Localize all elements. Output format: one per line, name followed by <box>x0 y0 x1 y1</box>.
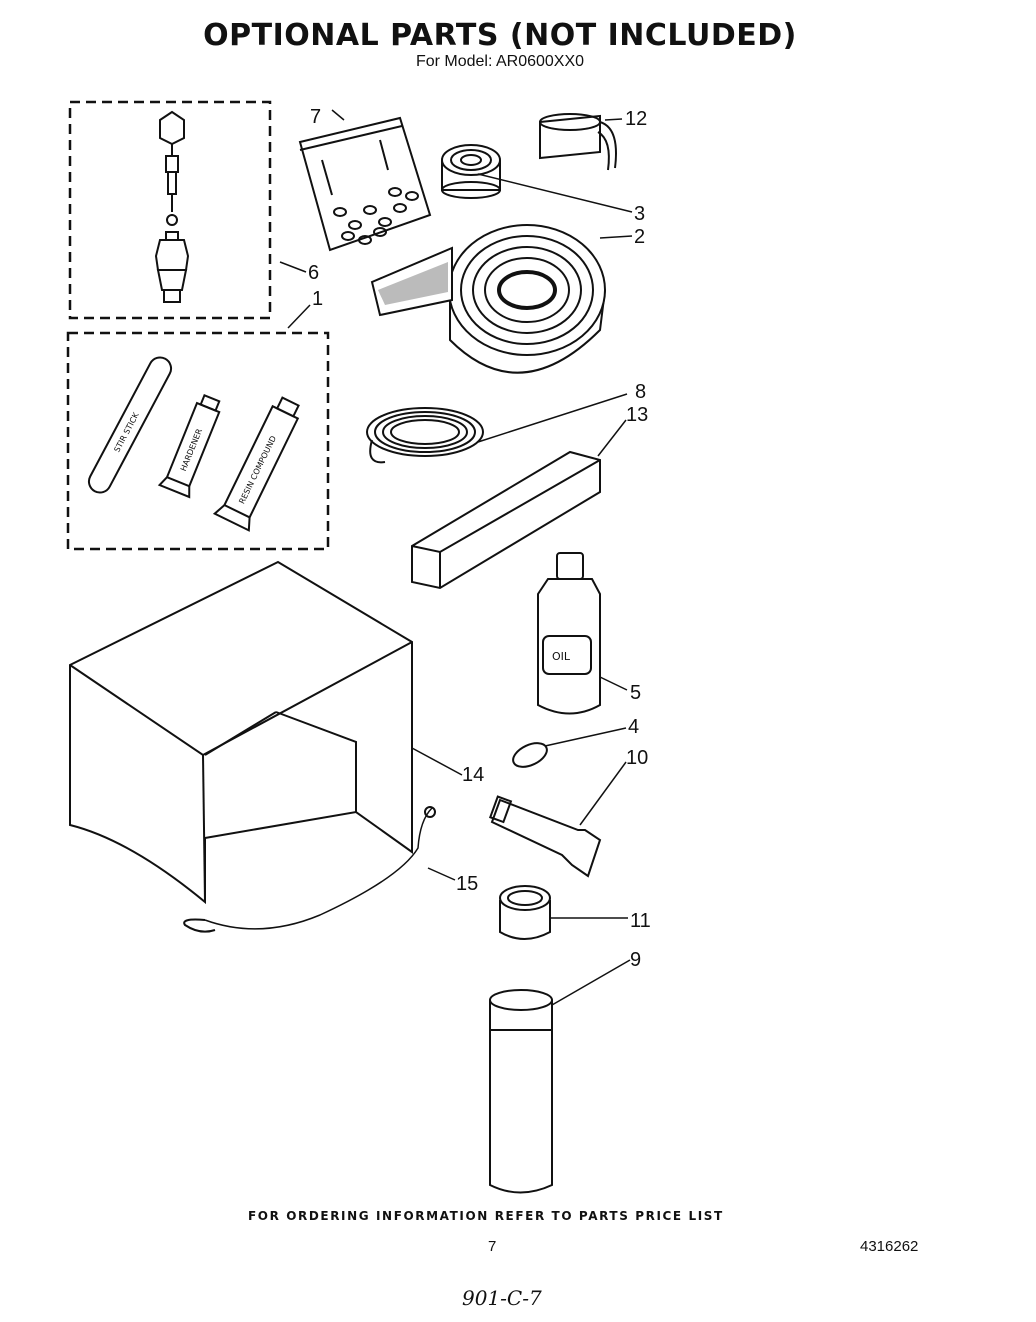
oil-label: OIL <box>552 650 571 663</box>
callout-13: 13 <box>626 404 648 426</box>
callout-2: 2 <box>634 226 645 248</box>
page-title: OPTIONAL PARTS (NOT INCLUDED) <box>203 18 797 53</box>
part-14-cover <box>69 560 413 905</box>
ordering-note: FOR ORDERING INFORMATION REFER TO PARTS … <box>248 1209 724 1223</box>
model-subtitle: For Model: AR0600XX0 <box>415 53 585 70</box>
callout-12: 12 <box>625 108 647 130</box>
leader-lines <box>279 109 633 1006</box>
callout-8: 8 <box>635 381 646 403</box>
callout-5: 5 <box>630 682 641 704</box>
callout-1: 1 <box>312 288 323 310</box>
part-12-strap <box>539 113 617 171</box>
callout-14: 14 <box>462 764 484 786</box>
handwritten-note: 901-C-7 <box>462 1286 542 1310</box>
callouts: 7 12 3 2 6 1 8 13 5 4 10 14 15 11 9 <box>308 106 651 971</box>
callout-7: 7 <box>310 106 321 128</box>
part-3-small-tape <box>441 144 501 199</box>
callout-15: 15 <box>456 873 478 895</box>
stir-stick-label: STIR STICK <box>112 410 141 453</box>
document-number: 4316262 <box>860 1238 919 1255</box>
hardener-label: HARDENER <box>179 427 204 472</box>
callout-4: 4 <box>628 716 639 738</box>
part-11-can <box>499 885 551 940</box>
part-9-spray-can <box>489 989 553 1194</box>
part-7-bag <box>298 116 432 252</box>
part-10-tube <box>488 795 602 878</box>
part-2-large-tape <box>370 224 606 374</box>
callout-6: 6 <box>308 262 319 284</box>
part-6-valve-kit <box>68 100 272 320</box>
part-5-oil-bottle: OIL <box>537 552 601 715</box>
part-4-capsule <box>512 742 548 768</box>
callout-10: 10 <box>626 747 648 769</box>
callout-9: 9 <box>630 949 641 971</box>
part-8-wire-coil <box>366 407 484 464</box>
part-13-foam-block <box>411 450 601 590</box>
callout-3: 3 <box>634 203 645 225</box>
part-15-cord <box>183 806 436 933</box>
callout-11: 11 <box>630 910 651 932</box>
page-number: 7 <box>488 1238 497 1255</box>
part-1-repair-kit: STIR STICK HARDENER RESIN COMPOUND <box>66 331 330 551</box>
